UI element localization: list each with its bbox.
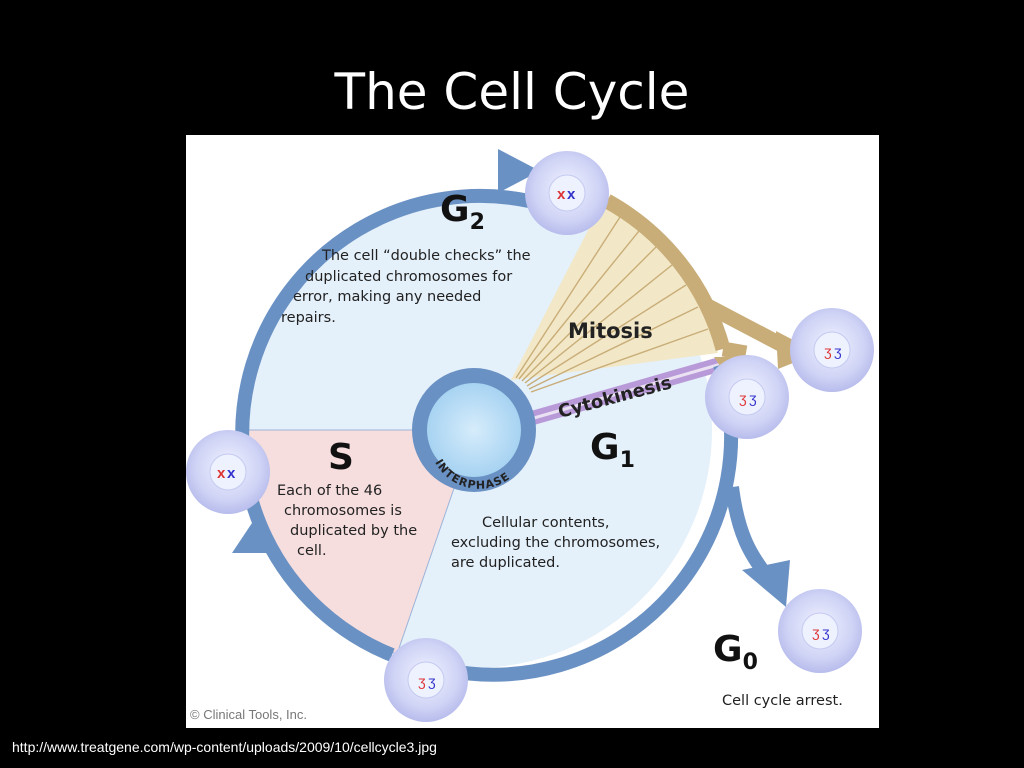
cell-cycle-figure: INTERPHASE x x x x ʒ ʒ ʒ ʒ	[186, 135, 879, 728]
svg-text:error, making any needed: error, making any needed	[293, 289, 481, 305]
svg-text:repairs.: repairs.	[281, 310, 336, 326]
svg-text:excluding the chromosomes,: excluding the chromosomes,	[451, 535, 660, 551]
g1-description: Cellular contents, excluding the chromos…	[451, 515, 660, 571]
g1-heading: G1	[590, 427, 635, 473]
svg-text:are duplicated.: are duplicated.	[451, 555, 560, 571]
copyright-text: © Clinical Tools, Inc.	[190, 707, 307, 722]
mitosis-arrow-a	[721, 341, 748, 361]
slide-title: The Cell Cycle	[334, 63, 690, 121]
svg-text:chromosomes is: chromosomes is	[284, 503, 402, 519]
mitosis-sector	[511, 205, 718, 380]
cell-s: x x	[186, 430, 270, 514]
mitosis-stripes	[515, 216, 709, 393]
svg-text:Cellular contents,: Cellular contents,	[482, 515, 609, 531]
svg-text:ʒ: ʒ	[739, 390, 747, 406]
svg-text:duplicated by the: duplicated by the	[290, 523, 417, 539]
svg-text:x: x	[227, 465, 236, 482]
g0-heading: G0	[713, 629, 758, 675]
svg-text:ʒ: ʒ	[418, 673, 426, 689]
cycle-ring	[235, 188, 531, 662]
arrow-g0-head	[742, 560, 790, 607]
svg-text:ʒ: ʒ	[812, 624, 820, 640]
g0-description: Cell cycle arrest.	[722, 693, 843, 709]
svg-text:ʒ: ʒ	[822, 624, 830, 640]
source-url: http://www.treatgene.com/wp-content/uplo…	[12, 739, 437, 755]
cell-g0: ʒ ʒ	[778, 589, 862, 673]
s-heading: S	[328, 437, 354, 478]
svg-text:x: x	[557, 186, 566, 203]
svg-text:ʒ: ʒ	[749, 390, 757, 406]
mitosis-ring	[603, 194, 731, 351]
svg-text:ʒ: ʒ	[428, 673, 436, 689]
svg-text:Each of the 46: Each of the 46	[277, 483, 382, 499]
cell-cycle-diagram: INTERPHASE x x x x ʒ ʒ ʒ ʒ	[186, 149, 874, 722]
svg-text:ʒ: ʒ	[834, 343, 842, 359]
arrow-s-head	[232, 523, 270, 553]
cell-g2: x x	[525, 151, 609, 235]
svg-text:The cell “double checks” the: The cell “double checks” the	[321, 248, 531, 264]
s-description: Each of the 46 chromosomes is duplicated…	[277, 483, 417, 559]
cell-mitosis-daughter-a: ʒ ʒ	[705, 355, 789, 439]
svg-text:ʒ: ʒ	[824, 343, 832, 359]
cell-mitosis-daughter-b: ʒ ʒ	[790, 308, 874, 392]
svg-text:cell.: cell.	[297, 543, 327, 559]
g2-heading: G2	[440, 189, 485, 235]
svg-text:x: x	[217, 465, 226, 482]
svg-text:duplicated chromosomes for: duplicated chromosomes for	[305, 269, 512, 285]
svg-text:x: x	[567, 186, 576, 203]
g2-description: The cell “double checks” the duplicated …	[281, 248, 531, 326]
mitosis-label: Mitosis	[568, 319, 653, 343]
cell-g1: ʒ ʒ	[384, 638, 468, 722]
arrow-g2-head	[498, 149, 540, 193]
